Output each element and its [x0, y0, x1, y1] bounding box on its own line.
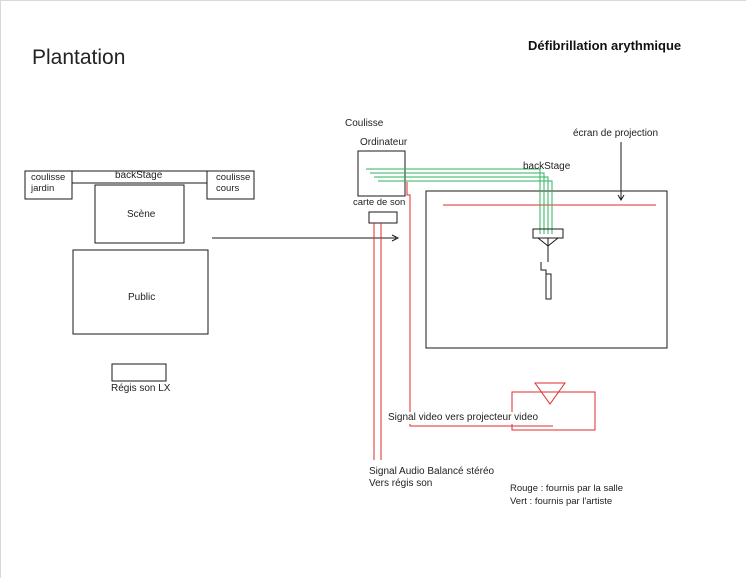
signal-audio-label: Signal Audio Balancé stéréo Vers régis s…	[369, 466, 495, 489]
ecran-label: écran de projection	[573, 128, 659, 139]
artist-green-cables	[366, 168, 553, 234]
page-title: Plantation	[32, 46, 126, 69]
public-box	[72, 249, 209, 335]
video-projector-box	[511, 391, 596, 431]
venue-red-cables	[373, 182, 553, 460]
regie-label: Régis son LX	[111, 383, 171, 394]
coulisse-jardin-label: coulisse jardin	[31, 172, 66, 195]
legend-rouge: Rouge : fournis par la salle	[510, 483, 624, 494]
signal-video-label: Signal video vers projecteur video	[388, 412, 539, 424]
projector-rig	[532, 228, 564, 300]
backstage-detail-label: backStage	[523, 161, 571, 172]
video-projector-triangle	[534, 382, 566, 405]
scene-box	[94, 184, 185, 244]
scene-label: Scène	[127, 209, 156, 220]
regie-box	[111, 363, 167, 382]
coulisse-cours-label: coulisse cours	[216, 172, 251, 195]
coulisse-label: Coulisse	[345, 118, 384, 129]
screen-pointer-head	[617, 194, 625, 201]
ordinateur-label: Ordinateur	[360, 137, 408, 148]
projection-screen-box	[425, 190, 668, 349]
page-subtitle: Défibrillation arythmique	[528, 38, 682, 53]
coulisse-cours-box	[206, 170, 255, 200]
legend-vert: Vert : fournis par l'artiste	[510, 496, 613, 507]
backstage-label: backStage	[115, 170, 163, 181]
zoom-arrow-head	[391, 234, 400, 242]
carte-son-box	[368, 211, 398, 224]
coulisse-jardin-box	[24, 170, 73, 200]
public-label: Public	[128, 292, 156, 303]
carte-son-label: carte de son	[353, 197, 406, 208]
